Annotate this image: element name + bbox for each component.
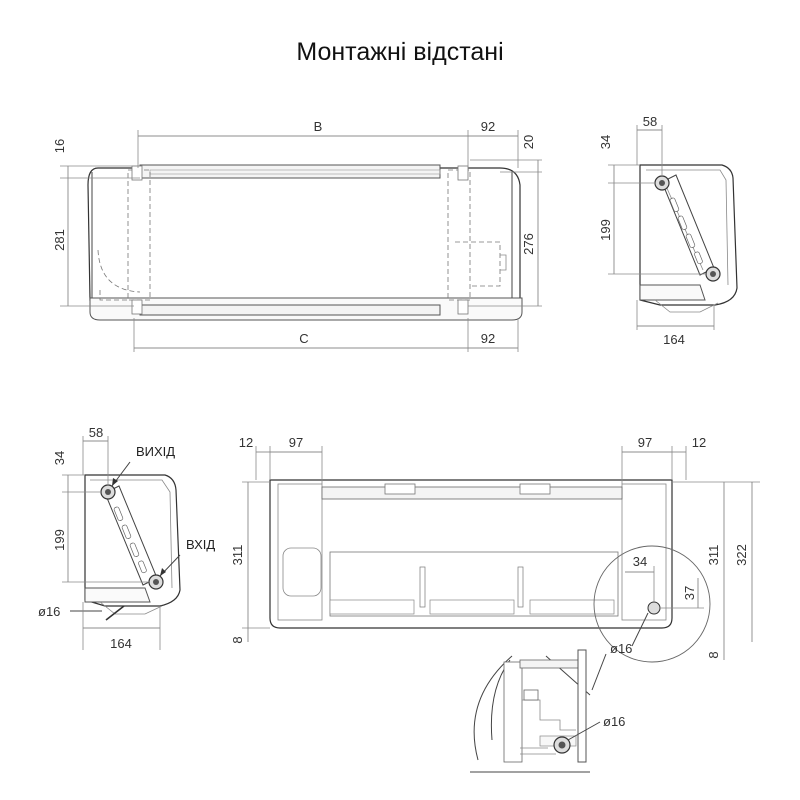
- side-left-hole-diameter-label: ø16: [38, 604, 60, 619]
- front-view: B 92 C 92 16 281 20 276: [52, 119, 542, 352]
- front-right-top-small-label: 20: [521, 135, 536, 149]
- back-hole-vertical-label: 37: [682, 586, 697, 600]
- side-top-depth-label: 58: [643, 114, 657, 129]
- side-left-pipe-span-label: 199: [52, 529, 67, 551]
- back-left-margin-label: 12: [239, 435, 253, 450]
- front-width-top-label: B: [314, 119, 323, 134]
- front-left-top-label: 16: [52, 139, 67, 153]
- back-hole-horizontal-label: 34: [633, 554, 647, 569]
- side-top-offset-label: 34: [598, 135, 613, 149]
- back-right-height-label: 311: [706, 545, 721, 566]
- back-left-bottom-label: 8: [230, 636, 245, 643]
- back-view: 12 97 97 12 311 8 311 322 8 34 37 ø16: [230, 435, 760, 663]
- back-right-offset-label: 97: [638, 435, 652, 450]
- side-view-top: 58 34 199 164: [598, 114, 738, 347]
- front-right-bottom-label: 92: [481, 331, 495, 346]
- back-right-total-label: 322: [734, 544, 749, 566]
- side-left-depth-bottom-label: 164: [110, 636, 132, 651]
- front-right-top-label: 92: [481, 119, 495, 134]
- side-left-offset-label: 34: [52, 451, 67, 465]
- inlet-label: ВХІД: [186, 537, 215, 552]
- back-left-offset-label: 97: [289, 435, 303, 450]
- page-title: Монтажні відстані: [296, 38, 504, 66]
- front-left-height-label: 281: [52, 229, 67, 251]
- side-view-left: ВИХІД ВХІД ø16 58 34 199 164: [38, 425, 215, 651]
- side-top-depth-bottom-label: 164: [663, 332, 685, 347]
- front-width-bottom-label: C: [299, 331, 308, 346]
- detail-hole-diameter-label: ø16: [603, 714, 625, 729]
- side-left-depth-label: 58: [89, 425, 103, 440]
- back-right-bottom-label: 8: [706, 651, 721, 658]
- front-right-height-label: 276: [521, 233, 536, 255]
- detail-view: ø16: [466, 649, 625, 773]
- outlet-label: ВИХІД: [136, 444, 175, 459]
- side-top-pipe-span-label: 199: [598, 219, 613, 241]
- back-left-height-label: 311: [230, 545, 245, 566]
- back-hole-diameter-label: ø16: [610, 641, 632, 656]
- back-right-margin-label: 12: [692, 435, 706, 450]
